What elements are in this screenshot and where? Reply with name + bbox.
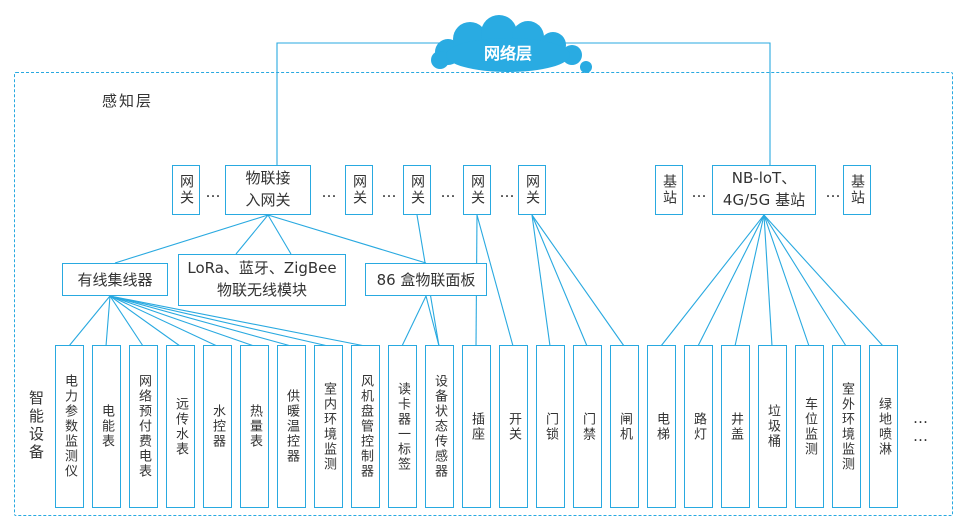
iot-access-gateway-label-line2: 入网关 <box>245 191 291 209</box>
iot-access-gateway-box: 物联接 入网关 <box>225 165 311 215</box>
panel-86-box: 86 盒物联面板 <box>365 263 487 296</box>
network-layer-cloud: 网络层 <box>431 15 592 73</box>
device-box: 设备状态传感器 <box>425 345 454 508</box>
device-box: 读卡器一标签 <box>388 345 417 508</box>
device-box: 井盖 <box>721 345 750 508</box>
gateway-box: 网关 <box>518 165 546 215</box>
ellipsis: … <box>440 183 456 201</box>
device-box: 电力参数监测仪 <box>55 345 84 508</box>
smart-devices-label: 智能设备 <box>27 390 45 462</box>
gateway-box: 网关 <box>463 165 491 215</box>
base-station-box: 基站 <box>843 165 871 215</box>
device-box: 网络预付费电表 <box>129 345 158 508</box>
nb-iot-station-label-line2: 4G/5G 基站 <box>722 191 806 209</box>
device-box: 水控器 <box>203 345 232 508</box>
ellipsis: … <box>205 183 221 201</box>
gateway-box: 网关 <box>172 165 200 215</box>
device-box: 室内环境监测 <box>314 345 343 508</box>
wireless-module-label-line1: LoRa、蓝牙、ZigBee <box>187 259 337 278</box>
device-box: 开关 <box>499 345 528 508</box>
device-box: 插座 <box>462 345 491 508</box>
device-box: 门禁 <box>573 345 602 508</box>
device-ellipsis: …… <box>911 408 930 445</box>
device-box: 绿地喷淋 <box>869 345 898 508</box>
perception-layer-box <box>14 72 953 516</box>
device-box: 热量表 <box>240 345 269 508</box>
gateway-box: 网关 <box>345 165 373 215</box>
device-box: 风机盘管控制器 <box>351 345 380 508</box>
ellipsis: … <box>499 183 515 201</box>
device-box: 车位监测 <box>795 345 824 508</box>
wireless-module-box: LoRa、蓝牙、ZigBee 物联无线模块 <box>178 254 346 306</box>
device-box: 室外环境监测 <box>832 345 861 508</box>
nb-iot-station-label-line1: NB-loT、 <box>731 169 797 188</box>
network-layer-label: 网络层 <box>484 44 532 63</box>
ellipsis: … <box>381 183 397 201</box>
device-box: 电梯 <box>647 345 676 508</box>
device-box: 路灯 <box>684 345 713 508</box>
ellipsis: … <box>691 183 707 201</box>
iot-access-gateway-label-line1: 物联接 <box>245 169 291 188</box>
base-station-box: 基站 <box>655 165 683 215</box>
ellipsis: … <box>825 183 841 201</box>
device-box: 远传水表 <box>166 345 195 508</box>
device-box: 门锁 <box>536 345 565 508</box>
device-box: 电能表 <box>92 345 121 508</box>
device-box: 闸机 <box>610 345 639 508</box>
perception-layer-label: 感知层 <box>102 92 154 110</box>
ellipsis: … <box>321 183 337 201</box>
device-box: 供暖温控器 <box>277 345 306 508</box>
wireless-module-label-line2: 物联无线模块 <box>216 281 307 299</box>
device-box: 垃圾桶 <box>758 345 787 508</box>
wired-hub-box: 有线集线器 <box>62 263 168 296</box>
nb-iot-station-box: NB-loT、 4G/5G 基站 <box>712 165 816 215</box>
gateway-box: 网关 <box>403 165 431 215</box>
